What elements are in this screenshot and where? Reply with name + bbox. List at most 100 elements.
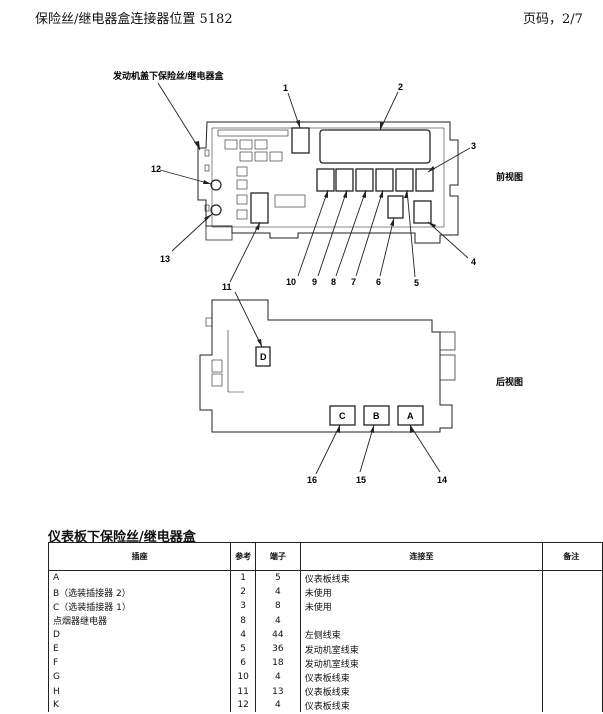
table-cell: 11: [230, 684, 257, 699]
front-connector-4: [413, 200, 432, 224]
table-cell: A: [47, 570, 232, 586]
table-cell: 1: [230, 570, 257, 586]
front-connector-6: [387, 195, 404, 219]
table-cell: H: [47, 684, 232, 699]
front-connector-8: [355, 168, 374, 192]
table-cell: 4: [255, 670, 301, 685]
front-connector-10: [316, 168, 335, 192]
table-cell: 点烟器继电器: [47, 613, 232, 628]
table-cell: 未使用: [299, 585, 544, 600]
callout-5: 5: [414, 278, 419, 288]
front-relay-1: [291, 127, 310, 154]
table-cell: 发动机室线束: [299, 641, 544, 657]
box-label: 发动机盖下保险丝/继电器盒: [112, 70, 225, 81]
table-cell: B（选装插接器 2）: [47, 585, 232, 600]
table-cell: [542, 670, 603, 685]
table-cell: 发动机室线束: [299, 656, 544, 671]
connector-letter-B: B: [373, 411, 380, 421]
connector-letter-C: C: [339, 411, 346, 421]
table-cell: [542, 684, 603, 699]
front-connector-5: [395, 168, 414, 192]
table-cell: [542, 641, 603, 657]
rear-connector-C: [329, 405, 356, 426]
table-cell: 13: [255, 684, 301, 699]
table-header-row: 插座 参考 端子 连接至 备注: [47, 542, 603, 571]
table-cell: 44: [255, 627, 301, 642]
table-cell: [542, 627, 603, 642]
rear-connector-B: [363, 405, 390, 426]
mount-hole-12: [210, 179, 222, 191]
front-connector-3: [415, 168, 434, 192]
table-title: 仪表板下保险丝/继电器盒: [48, 530, 196, 545]
col-header-terminals: 端子: [255, 542, 301, 571]
front-view-housing: [197, 121, 459, 244]
col-header-socket: 插座: [47, 542, 232, 571]
table-cell: [542, 570, 603, 586]
table-cell: 5: [230, 641, 257, 657]
callout-2: 2: [398, 82, 403, 92]
front-view-label: 前视图: [496, 171, 523, 182]
table-cell: 36: [255, 641, 301, 657]
table-cell: 5: [255, 570, 301, 586]
table-cell: 4: [255, 698, 301, 712]
table-cell: 仪表板线束: [299, 684, 544, 699]
front-connector-11: [250, 192, 269, 224]
callout-12: 12: [151, 164, 161, 174]
callout-7: 7: [351, 277, 356, 287]
col-header-ref: 参考: [230, 542, 257, 571]
col-header-connects-to: 连接至: [299, 542, 544, 571]
table-cell: 2: [230, 585, 257, 600]
fuse-box-diagram: 发动机盖下保险丝/继电器盒 前视图 后视图 1 2 3 4 5 6 7 8 9 …: [112, 70, 523, 485]
callout-4: 4: [471, 257, 476, 267]
rear-view-label: 后视图: [496, 376, 523, 387]
table-cell: G: [47, 670, 232, 685]
table-cell: 仪表板线束: [299, 570, 544, 586]
table-cell: K: [47, 698, 232, 712]
table-cell: 8: [255, 599, 301, 614]
table-cell: [542, 656, 603, 671]
table-cell: 左侧线束: [299, 627, 544, 642]
connector-letter-D: D: [260, 352, 267, 362]
table-cell: 18: [255, 656, 301, 671]
callout-16: 16: [307, 475, 317, 485]
connector-letter-A: A: [407, 411, 414, 421]
callout-6: 6: [376, 277, 381, 287]
table-cell: [542, 613, 603, 628]
callout-14: 14: [437, 475, 447, 485]
table-cell: 4: [255, 585, 301, 600]
mount-hole-13: [210, 204, 222, 216]
callout-3: 3: [471, 141, 476, 151]
table-cell: F: [47, 656, 232, 671]
table-cell: 6: [230, 656, 257, 671]
leader-lines: [157, 82, 471, 475]
callout-15: 15: [356, 475, 366, 485]
table-cell: 4: [255, 613, 301, 628]
col-header-notes: 备注: [542, 542, 603, 571]
rear-connector-D: [255, 346, 271, 367]
callout-11: 11: [222, 282, 232, 292]
rear-view-housing: [199, 299, 456, 433]
table-cell: D: [47, 627, 232, 642]
callout-10: 10: [286, 277, 296, 287]
table-cell: 仪表板线束: [299, 698, 544, 712]
callout-13: 13: [160, 254, 170, 264]
table-cell: [542, 585, 603, 600]
table-cell: 未使用: [299, 599, 544, 614]
table-cell: [299, 613, 544, 628]
table-cell: C（选装插接器 1）: [47, 599, 232, 614]
front-connector-9: [335, 168, 354, 192]
table-cell: [542, 599, 603, 614]
callout-9: 9: [312, 277, 317, 287]
table-cell: 8: [230, 613, 257, 628]
page-header-title: 保险丝/继电器盒连接器位置 5182: [35, 12, 233, 27]
